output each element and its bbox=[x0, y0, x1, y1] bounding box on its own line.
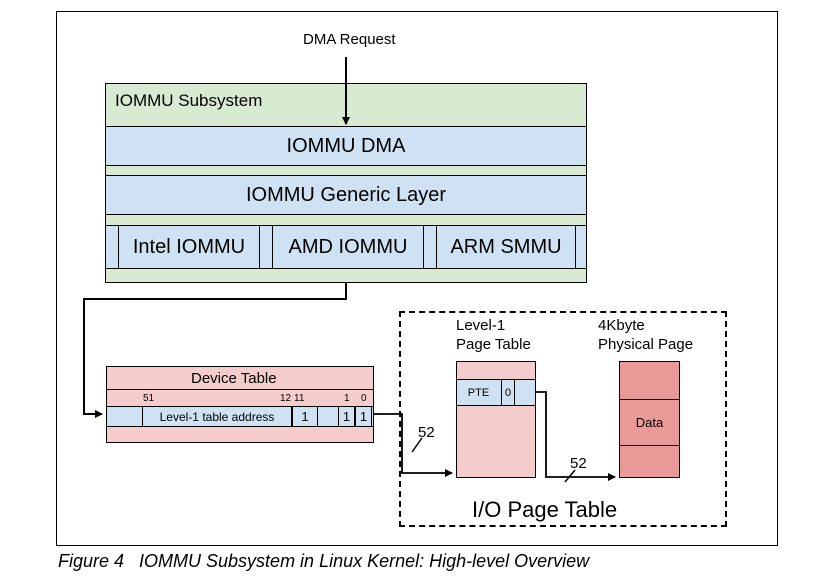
arm-smmu-box: ARM SMMU bbox=[436, 225, 576, 269]
device-table-title: Device Table bbox=[191, 370, 277, 387]
bus-width-label-b: 52 bbox=[570, 455, 587, 472]
device-table-bit-field-0: 1 bbox=[355, 406, 372, 427]
device-table-divider bbox=[106, 389, 374, 390]
bit-label-51: 51 bbox=[143, 393, 155, 404]
bit-label-11: 11 bbox=[294, 393, 305, 404]
data-block: Data bbox=[619, 399, 680, 446]
physical-page-label-line1: 4Kbyte bbox=[598, 317, 645, 334]
bit-value-0: 1 bbox=[359, 409, 368, 424]
dma-request-label: DMA Request bbox=[303, 31, 396, 48]
intel-iommu-box: Intel IOMMU bbox=[118, 225, 260, 269]
arm-smmu-label: ARM SMMU bbox=[450, 235, 562, 258]
data-label: Data bbox=[635, 415, 664, 430]
level1-table-address-label: Level-1 table address bbox=[159, 409, 275, 424]
pte-bit-label: 0 bbox=[504, 386, 512, 399]
iommu-generic-layer: IOMMU Generic Layer bbox=[105, 175, 587, 215]
level1-table-address-field: Level-1 table address bbox=[142, 406, 292, 427]
iommu-dma-label: IOMMU DMA bbox=[286, 134, 406, 157]
level1-page-table-label-line2: Page Table bbox=[456, 336, 531, 353]
io-page-table-title: I/O Page Table bbox=[472, 497, 618, 522]
device-table-bit-field-11: 1 bbox=[292, 406, 318, 427]
figure-caption: Figure 4 IOMMU Subsystem in Linux Kernel… bbox=[58, 551, 590, 571]
bit-value-1: 1 bbox=[342, 409, 351, 424]
bus-width-label-a: 52 bbox=[418, 424, 435, 441]
pte-field: PTE bbox=[456, 379, 502, 406]
iommu-dma-layer: IOMMU DMA bbox=[105, 126, 587, 166]
amd-iommu-box: AMD IOMMU bbox=[272, 225, 424, 269]
bit-value-11: 1 bbox=[301, 409, 309, 424]
intel-iommu-label: Intel IOMMU bbox=[132, 235, 246, 258]
physical-page-label-line2: Physical Page bbox=[598, 336, 694, 353]
pte-entry-row bbox=[456, 379, 536, 406]
bit-label-1: 1 bbox=[344, 393, 350, 404]
bit-label-12: 12 bbox=[280, 393, 292, 404]
device-table-bit-field-1: 1 bbox=[338, 406, 355, 427]
bit-label-0: 0 bbox=[361, 393, 367, 404]
pte-label: PTE bbox=[467, 386, 490, 399]
level1-page-table-label-line1: Level-1 bbox=[456, 317, 506, 334]
iommu-generic-layer-label: IOMMU Generic Layer bbox=[245, 183, 447, 206]
pte-bit-field: 0 bbox=[502, 379, 515, 406]
iommu-subsystem-title: IOMMU Subsystem bbox=[115, 91, 263, 110]
amd-iommu-label: AMD IOMMU bbox=[288, 235, 408, 258]
